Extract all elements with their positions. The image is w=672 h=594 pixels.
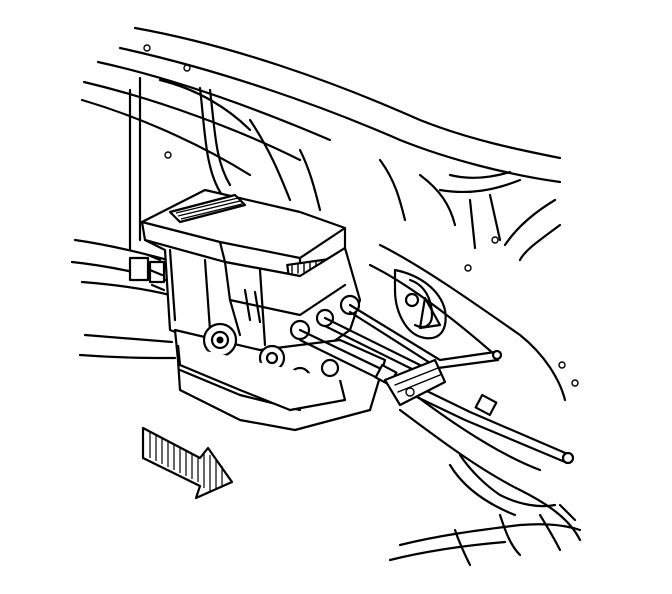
arrow-icon: [141, 426, 234, 500]
lower-frame: [388, 393, 582, 567]
abs-module: [140, 188, 362, 367]
brake-pipes: [298, 303, 575, 465]
hydraulic-modulator: [173, 294, 387, 432]
frame-rail: [80, 26, 562, 272]
left-lines: [70, 238, 177, 360]
frame-side-member: [368, 243, 579, 402]
